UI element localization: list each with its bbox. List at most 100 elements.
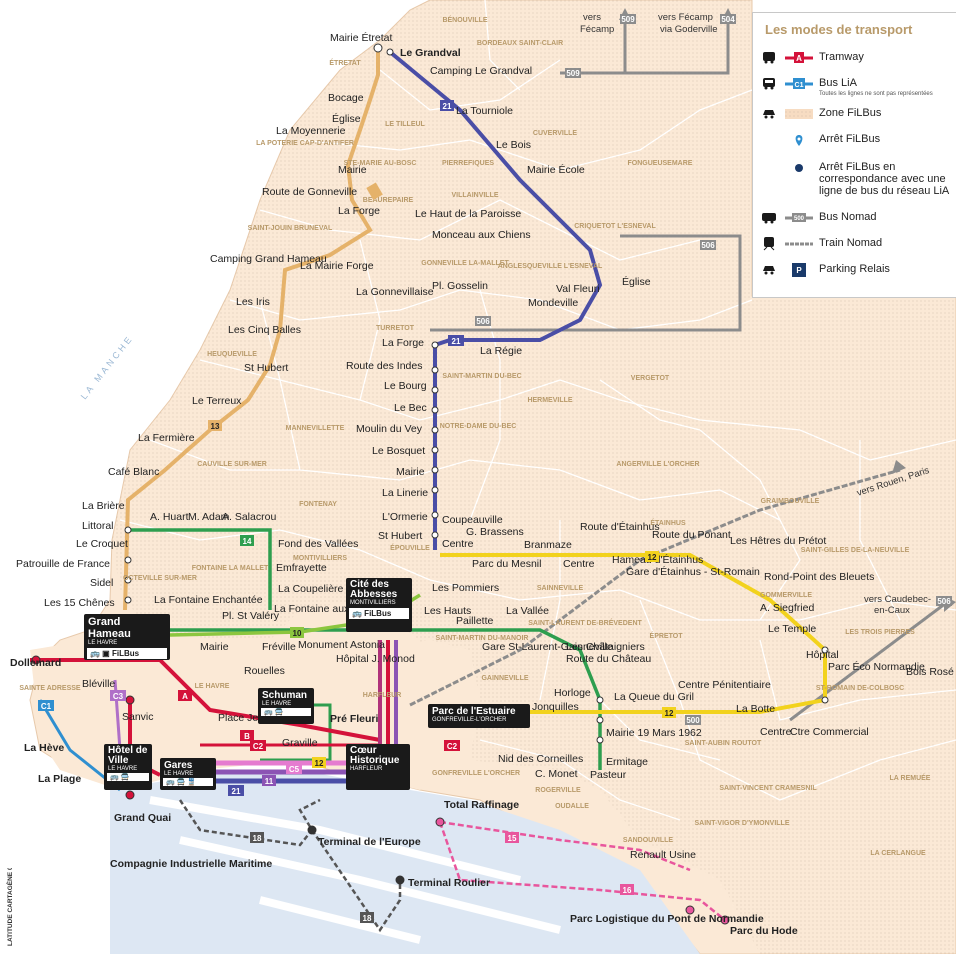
filbus-zone <box>112 0 956 954</box>
svg-text:P: P <box>796 266 802 275</box>
svg-text:Les Pommiers: Les Pommiers <box>432 582 499 594</box>
hub-icons: 🚌 🚍 🚆 <box>163 778 213 786</box>
svg-text:La Forge: La Forge <box>382 337 424 349</box>
svg-text:Branmaze: Branmaze <box>524 539 572 551</box>
hub-cite-abbesses[interactable]: Cité des Abbesses MONTIVILLIERS 🚌 FiLBus <box>346 578 412 632</box>
svg-text:C3: C3 <box>113 692 124 701</box>
svg-text:FONTENAY: FONTENAY <box>299 501 337 508</box>
svg-text:500: 500 <box>794 216 805 222</box>
svg-text:Moulin du Vey: Moulin du Vey <box>356 423 423 435</box>
svg-text:Nid des Corneilles: Nid des Corneilles <box>498 753 583 765</box>
nomad-routes <box>409 20 951 722</box>
svg-text:OCTEVILLE SUR-MER: OCTEVILLE SUR-MER <box>123 575 197 582</box>
svg-text:HEUQUEVILLE: HEUQUEVILLE <box>207 351 257 358</box>
svg-text:506: 506 <box>701 241 715 250</box>
svg-text:SAINTE ADRESSE: SAINTE ADRESSE <box>19 685 81 692</box>
svg-text:Église: Église <box>622 275 651 288</box>
port-docks <box>149 796 561 944</box>
svg-text:Le Croquet: Le Croquet <box>76 538 128 550</box>
svg-text:SAINT-VIGOR D'YMONVILLE: SAINT-VIGOR D'YMONVILLE <box>694 820 789 827</box>
svg-text:GAINNEVILLE: GAINNEVILLE <box>481 675 528 682</box>
svg-text:Ermitage: Ermitage <box>606 756 648 768</box>
hub-icons: 🚌 FiLBus <box>349 608 409 619</box>
svg-text:Les Hêtres du Prétot: Les Hêtres du Prétot <box>730 535 826 547</box>
hub-parc-estuaire[interactable]: Parc de l'Estuaire GONFREVILLE-L'ORCHER <box>428 704 530 728</box>
svg-text:Le Temple: Le Temple <box>768 623 816 635</box>
svg-text:La Moyennerie: La Moyennerie <box>276 125 346 137</box>
hub-name: Gares <box>164 760 193 771</box>
svg-text:SANDOUVILLE: SANDOUVILLE <box>623 837 674 844</box>
svg-text:FONGUEUSEMARE: FONGUEUSEMARE <box>628 160 693 167</box>
stop-dots <box>31 43 829 925</box>
svg-text:B: B <box>244 732 250 741</box>
dir-caudebec: vers Caudebec- <box>864 594 931 605</box>
svg-text:Route d'Étainhus: Route d'Étainhus <box>580 520 660 533</box>
svg-text:SAINT-GILLES DE-LA-NEUVILLE: SAINT-GILLES DE-LA-NEUVILLE <box>801 547 910 554</box>
svg-text:Les Cinq Balles: Les Cinq Balles <box>228 324 301 336</box>
svg-text:Route du Château: Route du Château <box>566 653 651 665</box>
nomad-train-symbol <box>785 242 813 246</box>
svg-text:NOTRE-DAME DU-BEC: NOTRE-DAME DU-BEC <box>440 423 517 430</box>
svg-text:Le Terreux: Le Terreux <box>192 395 242 407</box>
svg-text:CRIQUETOT L'ESNEVAL: CRIQUETOT L'ESNEVAL <box>574 223 656 230</box>
svg-text:Rond-Point des Bleuets: Rond-Point des Bleuets <box>764 571 874 583</box>
hub-hotel-de-ville[interactable]: Hôtel de Ville LE HAVRE 🚌 🚍 <box>104 744 152 790</box>
svg-text:C2: C2 <box>253 742 264 751</box>
svg-text:Compagnie Industrielle Maritim: Compagnie Industrielle Maritime <box>110 858 272 870</box>
hub-schuman[interactable]: Schuman LE HAVRE 🚌 🚍 <box>258 688 314 724</box>
car-icon <box>763 266 775 275</box>
svg-text:LA CERLANGUE: LA CERLANGUE <box>870 850 926 857</box>
svg-text:SAINT-MARTIN DU-BEC: SAINT-MARTIN DU-BEC <box>442 373 521 380</box>
svg-text:Sidel: Sidel <box>90 577 113 589</box>
svg-text:506: 506 <box>476 317 490 326</box>
hub-sub: LE HAVRE <box>88 640 118 646</box>
svg-text:Ctre Commercial: Ctre Commercial <box>790 726 869 738</box>
coach-icon <box>762 213 776 224</box>
svg-text:Centre: Centre <box>760 726 792 738</box>
svg-text:21: 21 <box>443 102 452 111</box>
hub-name: Cœur Historique <box>350 745 400 766</box>
nomad-504 <box>580 20 730 75</box>
svg-text:OUDALLE: OUDALLE <box>555 803 589 810</box>
commune-boundaries <box>119 0 956 821</box>
svg-text:21: 21 <box>232 787 241 796</box>
line-21 <box>388 50 603 550</box>
svg-text:SAINT-AUBIN ROUTOT: SAINT-AUBIN ROUTOT <box>685 740 762 747</box>
svg-text:Mairie: Mairie <box>200 641 229 653</box>
dir-caudebec-2: en-Caux <box>874 605 910 616</box>
svg-text:SAINT-MARTIN DU-MANOIR: SAINT-MARTIN DU-MANOIR <box>436 635 529 642</box>
svg-text:Gare d'Étainhus - St-Romain: Gare d'Étainhus - St-Romain <box>626 565 760 578</box>
svg-text:Route du Ponant: Route du Ponant <box>652 529 731 541</box>
svg-text:GRAIMBOUVILLE: GRAIMBOUVILLE <box>761 498 820 505</box>
legend-item-tramway: A Tramway <box>761 49 956 73</box>
svg-text:ANGLESQUEVILLE L'ESNEVAL: ANGLESQUEVILLE L'ESNEVAL <box>498 263 603 270</box>
hub-grand-hameau[interactable]: Grand Hameau LE HAVRE 🚌 ▣ FiLBus <box>84 614 170 660</box>
svg-text:A. Huart: A. Huart <box>150 511 189 523</box>
svg-text:Parc Logistique du Pont de Nor: Parc Logistique du Pont de Normandie <box>570 913 764 925</box>
svg-text:ST-ROMAIN DE-COLBOSC: ST-ROMAIN DE-COLBOSC <box>816 685 904 692</box>
legend-note: Toutes les lignes ne sont pas représenté… <box>819 91 933 97</box>
hub-gares[interactable]: Gares LE HAVRE 🚌 🚍 🚆 <box>160 758 216 790</box>
hub-coeur-historique[interactable]: Cœur Historique HARFLEUR <box>346 744 410 790</box>
svg-text:506: 506 <box>937 597 951 606</box>
zone-labels: BÉNOUVILLE BORDEAUX SAINT-CLAIR ÉTRETAT … <box>19 15 930 857</box>
svg-text:12: 12 <box>665 709 674 718</box>
hub-sub: LE HAVRE <box>164 771 194 777</box>
svg-text:SAINT-JOUIN BRUNEVAL: SAINT-JOUIN BRUNEVAL <box>248 225 333 232</box>
parking-relais-icon: P <box>792 263 806 277</box>
svg-text:BORDEAUX SAINT-CLAIR: BORDEAUX SAINT-CLAIR <box>477 40 563 47</box>
svg-text:Dollemard: Dollemard <box>10 657 61 669</box>
svg-text:Mondeville: Mondeville <box>528 297 578 309</box>
svg-text:500: 500 <box>686 716 700 725</box>
svg-text:Terminal de l'Europe: Terminal de l'Europe <box>318 836 421 848</box>
svg-text:La Linerie: La Linerie <box>382 487 428 499</box>
dir-fecamp-goderville-2: via Goderville <box>660 24 718 35</box>
svg-text:Centre: Centre <box>442 538 474 550</box>
legend-label: Train Nomad <box>819 237 883 249</box>
svg-text:La Queue du Gril: La Queue du Gril <box>614 691 694 703</box>
svg-text:Mairie 19 Mars 1962: Mairie 19 Mars 1962 <box>606 727 702 739</box>
svg-text:Terminal Roulier: Terminal Roulier <box>408 877 490 889</box>
svg-text:Graville: Graville <box>282 737 318 749</box>
svg-text:G. Brassens: G. Brassens <box>466 526 524 538</box>
